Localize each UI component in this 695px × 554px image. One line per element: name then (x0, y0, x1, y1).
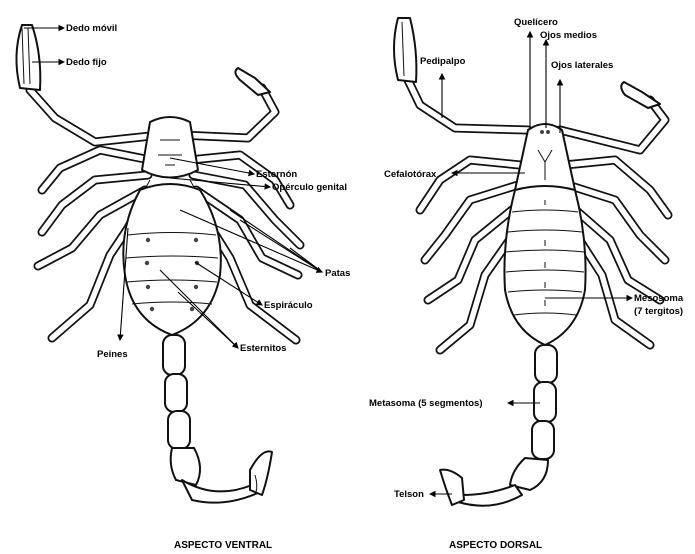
dorsal-scorpion-figure (394, 18, 668, 506)
ventral-metasoma (163, 335, 272, 503)
label-dedo-fijo: Dedo fijo (66, 57, 107, 68)
label-ojos-medios: Ojos medios (540, 30, 597, 41)
label-ojos-laterales: Ojos laterales (551, 60, 613, 71)
caption-dorsal: ASPECTO DORSAL (449, 540, 542, 551)
ventral-pedipalps (16, 25, 275, 142)
label-quelicero: Quelícero (514, 17, 558, 28)
label-operculo-genital: Opérculo genital (272, 182, 347, 193)
label-pedipalpo: Pedipalpo (420, 56, 466, 67)
label-mesosoma-tergitos: (7 tergitos) (634, 306, 683, 317)
ventral-labels: Dedo móvil Dedo fijo Esternón Opérculo g… (66, 23, 350, 360)
caption-ventral: ASPECTO VENTRAL (174, 540, 272, 551)
label-metasoma: Metasoma (5 segmentos) (369, 398, 483, 409)
ventral-prosoma (142, 117, 198, 178)
dorsal-metasoma (440, 345, 557, 506)
label-patas: Patas (325, 268, 350, 279)
label-esternon: Esternón (256, 169, 297, 180)
ventral-scorpion-figure (16, 25, 300, 503)
label-mesosoma: Mesosoma (634, 293, 684, 304)
label-telson: Telson (394, 489, 424, 500)
label-cefalotorax: Cefalotórax (384, 169, 437, 180)
label-dedo-movil: Dedo móvil (66, 23, 117, 34)
label-peines: Peines (97, 349, 128, 360)
label-esternitos: Esternitos (240, 343, 286, 354)
label-espiraculo: Espiráculo (264, 300, 313, 311)
ventral-mesosoma (123, 184, 221, 335)
